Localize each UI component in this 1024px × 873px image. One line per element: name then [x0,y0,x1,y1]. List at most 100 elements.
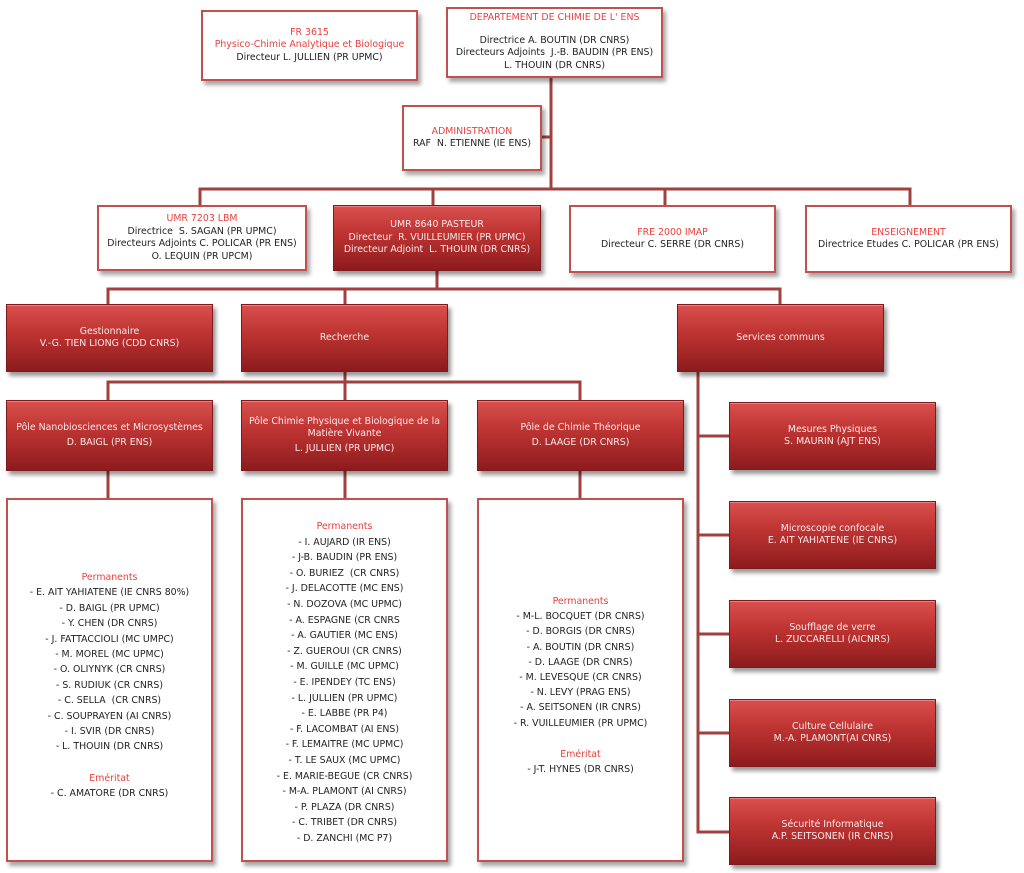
service-person: E. AIT YAHIATENE (IE CNRS) [767,535,898,546]
member-item: - F. LACOMBAT (AI ENS) [289,723,400,735]
umr8640-box: UMR 8640 PASTEUR Directeur R. VUILLEUMIE… [333,205,541,271]
enseignement-director: Directrice Etudes C. POLICAR (PR ENS) [818,239,999,250]
member-item: - M-L. BOCQUET (DR CNRS) [516,611,645,623]
service-culture-cellulaire: Culture Cellulaire M.-A. PLAMONT(AI CNRS… [729,699,936,767]
member-item: - M. LEVESQUE (CR CNRS) [519,672,642,684]
emeritat-list: - J-T. HYNES (DR CNRS) [527,762,634,777]
member-item: - D. ZANCHI (MC P7) [296,832,393,844]
fr3615-subtitle: Physico-Chimie Analytique et Biologique [214,39,405,51]
administration-title: ADMINISTRATION [431,125,513,137]
member-item: - R. VUILLEUMIER (PR UPMC) [513,717,648,729]
member-item: - I. AUJARD (IR ENS) [298,536,391,548]
pole-nanobiosciences-members: Permanents - E. AIT YAHIATENE (IE CNRS 8… [6,498,213,862]
permanents-heading: Permanents [316,521,373,532]
service-title: Microscopie confocale [780,522,885,534]
administration-box: ADMINISTRATION RAF N. ETIENNE (IE ENS) [402,105,542,171]
fre2000-title: FRE 2000 IMAP [637,226,708,238]
service-person: A.P. SEITSONEN (IR CNRS) [771,831,894,842]
gestionnaire-title: Gestionnaire [79,325,140,337]
pole-head: L. JULLIEN (PR UPMC) [294,442,395,454]
service-title: Soufflage de verre [789,621,876,633]
pole-nanobiosciences-box: Pôle Nanobiosciences et Microsystèmes D.… [6,400,213,471]
pole-chimie-physique-box: Pôle Chimie Physique et Biologique de la… [241,400,448,471]
gestionnaire-person: V.-G. TIEN LIONG (CDD CNRS) [39,338,180,349]
permanents-list: - E. AIT YAHIATENE (IE CNRS 80%) - D. BAI… [30,585,189,754]
fr3615-director: Directeur L. JULLIEN (PR UPMC) [236,51,383,63]
member-item: - M. GUILLE (MC UPMC) [290,661,399,673]
member-item: - T. LE SAUX (MC UPMC) [288,754,401,766]
pole-chimie-physique-members: Permanents - I. AUJARD (IR ENS) - J-B. BA… [241,498,448,862]
umr8640-title: UMR 8640 PASTEUR [390,219,484,231]
departement-director: Directrice A. BOUTIN (DR CNRS) [479,34,630,46]
member-item: - E. MARIE-BEGUE (CR CNRS) [276,770,413,782]
member-item: - J. DELACOTTE (MC ENS) [285,583,404,595]
umr7203-deputy2: O. LEQUIN (PR UPCM) [151,250,253,262]
member-item: - C. TRIBET (DR CNRS) [291,817,397,829]
member-item: - Y. CHEN (DR CNRS) [61,618,158,630]
member-item: - E. IPENDEY (TC ENS) [293,676,396,688]
umr8640-director: Directeur R. VUILLEUMIER (PR UPMC) [348,231,526,243]
permanents-list: - M-L. BOCQUET (DR CNRS) - D. BORGIS (DR … [514,609,648,731]
pole-title: Pôle Nanobiosciences et Microsystèmes [16,422,203,433]
member-item: - C. AMATORE (DR CNRS) [50,788,169,800]
member-item: - O. BURIEZ (CR CNRS) [289,567,400,579]
fre2000-director: Directeur C. SERRE (DR CNRS) [601,239,744,250]
member-item: - D. BORGIS (DR CNRS) [526,626,635,638]
departement-deputy2: L. THOUIN (DR CNRS) [503,59,605,71]
services-communs-box: Services communs [677,304,884,372]
member-item: - N. DOZOVA (MC UPMC) [287,598,402,610]
member-item: - M-A. PLAMONT (AI CNRS) [282,786,407,798]
departement-box: DEPARTEMENT DE CHIMIE DE L' ENS Directri… [446,7,663,78]
fr3615-title: FR 3615 [290,26,329,38]
member-item: - M. MOREL (MC UPMC) [55,649,164,661]
umr7203-deputies: Directeurs Adjoints C. POLICAR (PR ENS) [107,238,297,249]
administration-raf: RAF N. ETIENNE (IE ENS) [412,138,531,149]
service-person: M.-A. PLAMONT(AI CNRS) [773,733,892,744]
member-item: - E. AIT YAHIATENE (IE CNRS 80%) [29,587,190,599]
pole-chimie-theorique-box: Pôle de Chimie Théorique D. LAAGE (DR CN… [477,400,684,471]
service-title: Mesures Physiques [787,423,878,435]
member-item: - Z. GUEROUI (CR CNRS) [287,645,402,657]
member-item: - J. FATTACCIOLI (MC UMPC) [45,633,174,645]
member-item: - C. SELLA (CR CNRS) [57,695,162,707]
service-mesures-physiques: Mesures Physiques S. MAURIN (AJT ENS) [729,402,936,470]
pole-head: D. BAIGL (PR ENS) [66,436,153,448]
member-item: - D. BAIGL (PR UPMC) [59,602,160,614]
umr7203-title: UMR 7203 LBM [166,213,238,224]
member-item: - S. RUDIUK (CR CNRS) [55,679,163,691]
recherche-box: Recherche [241,304,448,372]
umr7203-director: Directrice S. SAGAN (PR UPMC) [127,225,277,237]
member-item: - A. ESPAGNE (CR CNRS [289,614,400,626]
gestionnaire-box: Gestionnaire V.-G. TIEN LIONG (CDD CNRS) [6,304,213,372]
pole-chimie-theorique-members: Permanents - M-L. BOCQUET (DR CNRS) - D. … [477,498,684,862]
departement-deputies: Directeurs Adjoints J.-B. BAUDIN (PR ENS… [455,47,654,58]
service-microscopie-confocale: Microscopie confocale E. AIT YAHIATENE (… [729,501,936,569]
pole-title: Pôle Chimie Physique et Biologique de la… [248,415,441,440]
member-item: - F. LEMAITRE (MC UPMC) [285,739,404,751]
service-soufflage-de-verre: Soufflage de verre L. ZUCCARELLI (AICNRS… [729,600,936,668]
member-item: - N. LEVY (PRAG ENS) [530,687,631,699]
member-item: - E. LABBE (PR P4) [301,708,388,720]
umr8640-deputy: Directeur Adjoint L. THOUIN (DR CNRS) [343,244,531,256]
member-item: - J-T. HYNES (DR CNRS) [527,764,634,776]
member-item: - A. GAUTIER (MC ENS) [291,630,398,642]
member-item: - J-B. BAUDIN (PR ENS) [291,552,398,564]
departement-title: DEPARTEMENT DE CHIMIE DE L' ENS [469,12,640,23]
permanents-heading: Permanents [552,596,609,607]
member-item: - D. LAAGE (DR CNRS) [528,656,633,668]
permanents-list: - I. AUJARD (IR ENS) - J-B. BAUDIN (PR EN… [277,535,413,847]
permanents-heading: Permanents [81,572,138,583]
emeritat-list: - C. AMATORE (DR CNRS) [51,786,169,801]
service-securite-informatique: Sécurité Informatique A.P. SEITSONEN (IR… [729,797,936,865]
emeritat-heading: Eméritat [560,748,601,760]
member-item: - A. BOUTIN (DR CNRS) [526,641,635,653]
member-item: - A. SEITSONEN (IR CNRS) [520,702,641,714]
member-item: - P. PLAZA (DR CNRS) [294,801,395,813]
member-item: - C. SOUPRAYEN (AI CNRS) [47,710,172,722]
enseignement-box: ENSEIGNEMENT Directrice Etudes C. POLICA… [805,205,1012,273]
service-title: Culture Cellulaire [792,720,873,732]
member-item: - L. THOUIN (DR CNRS) [55,741,164,753]
service-person: L. ZUCCARELLI (AICNRS) [774,634,891,645]
services-communs-title: Services communs [736,331,825,343]
umr7203-box: UMR 7203 LBM Directrice S. SAGAN (PR UPM… [97,205,307,271]
